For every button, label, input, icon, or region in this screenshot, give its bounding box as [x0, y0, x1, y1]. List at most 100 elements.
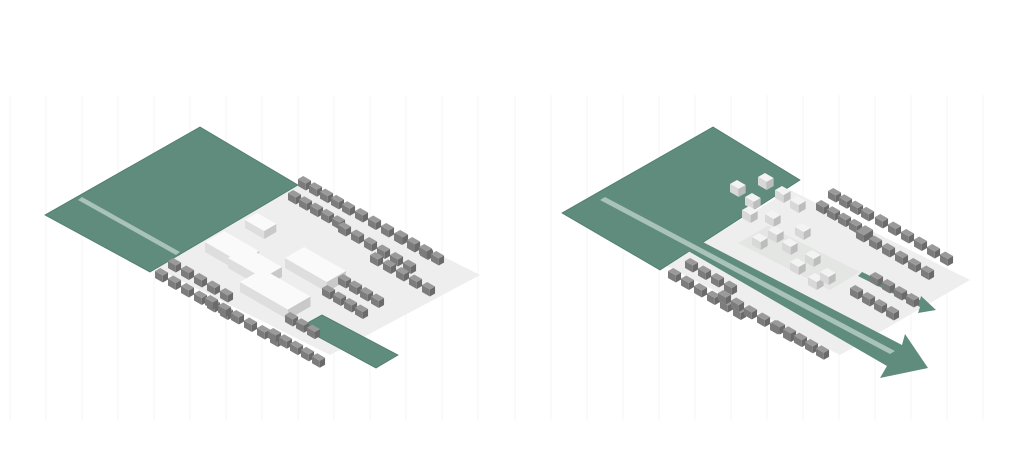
house-right-b1-1	[681, 275, 695, 290]
house-right-r4-3	[914, 236, 928, 251]
house-left-b4-4	[312, 353, 326, 368]
house-right-r3-1	[869, 235, 883, 250]
house-right-r2-0	[828, 188, 842, 203]
house-left-r3-4	[390, 252, 404, 267]
house-right-b1-0	[668, 268, 682, 283]
panel-after	[561, 126, 970, 378]
house-right-b2-0	[685, 258, 699, 273]
house-left-b2-0	[168, 258, 182, 273]
factory-shed-4	[240, 269, 311, 320]
green-corridor-arrow-main	[600, 194, 928, 378]
house-left-b3-0	[205, 295, 219, 310]
pavilion-1	[745, 193, 761, 210]
panel-before	[44, 126, 480, 369]
house-right-r5-3	[886, 306, 900, 321]
house-left-b2-1	[181, 265, 195, 280]
house-left-b4-3	[301, 346, 315, 362]
house-right-r4-4	[927, 244, 941, 259]
house-left-m1-3	[355, 304, 369, 319]
pavilion-10	[795, 223, 811, 240]
house-left-r6-3	[431, 251, 445, 266]
house-left-r3-3	[377, 244, 391, 259]
pavilion-6	[765, 210, 781, 227]
house-left-r6-2	[419, 244, 433, 259]
pavilion-4	[790, 196, 806, 213]
pavilion-2	[758, 173, 774, 190]
house-right-b2-3	[724, 280, 738, 295]
house-right-r4-5	[940, 251, 954, 266]
house-left-r3-1	[351, 229, 365, 244]
house-right-r6-3	[906, 293, 920, 308]
house-left-r3-2	[364, 237, 378, 252]
house-left-r5-4	[422, 282, 436, 297]
house-right-b2-1	[698, 265, 712, 280]
house-left-r3-5	[403, 259, 417, 274]
house-left-b1-2	[181, 283, 195, 298]
house-right-r5-0	[850, 285, 864, 300]
house-left-r2-4	[342, 201, 356, 216]
house-right-r6-2	[894, 286, 908, 301]
house-right-r3-0	[856, 228, 870, 243]
house-right-r3-2	[882, 243, 896, 258]
pavilion-8	[768, 226, 784, 243]
green-field-small-left	[299, 314, 399, 369]
pavilion-3	[775, 186, 791, 203]
house-right-r4-0	[875, 214, 889, 229]
house-right-b3-0	[718, 290, 732, 305]
house-left-r1-3	[321, 208, 335, 224]
house-right-r6-1	[882, 279, 896, 294]
house-right-b3-2	[744, 305, 758, 320]
house-left-b1-1	[168, 275, 182, 290]
house-right-r2-1	[839, 194, 853, 209]
house-right-b1-2	[694, 283, 708, 298]
house-left-b2-2	[194, 273, 208, 288]
pavilion-14	[820, 268, 836, 285]
house-right-b2-2	[711, 273, 725, 288]
house-right-r3-5	[921, 265, 935, 280]
pavilion-12	[790, 258, 806, 275]
house-left-r5-3	[409, 274, 423, 289]
house-blocks-right	[668, 188, 954, 360]
pavilion-11	[805, 250, 821, 267]
house-right-r5-1	[862, 292, 876, 307]
house-right-b4-3	[805, 338, 819, 354]
field-strip-left	[78, 197, 180, 255]
house-left-r4-1	[368, 215, 382, 230]
house-left-r2-1	[309, 182, 323, 197]
house-left-r3-0	[338, 222, 352, 237]
house-left-b3-3	[244, 317, 258, 332]
pavilion-9	[782, 238, 798, 255]
small-pavilion-blocks	[730, 173, 836, 290]
house-right-r4-1	[888, 221, 902, 236]
house-blocks-left	[155, 176, 445, 368]
house-left-b3-1	[218, 302, 232, 317]
house-left-r5-2	[396, 267, 410, 282]
house-left-r5-0	[370, 252, 384, 267]
house-left-r4-2	[381, 223, 395, 238]
house-right-r2-3	[861, 206, 875, 222]
pavilion-0	[730, 180, 746, 197]
house-right-b4-4	[816, 345, 830, 360]
house-left-b3-2	[231, 310, 245, 325]
house-right-b3-3	[757, 312, 771, 327]
house-left-r6-1	[407, 237, 421, 252]
house-right-r5-2	[874, 299, 888, 314]
house-right-r6-0	[870, 272, 884, 287]
pavilion-5	[742, 206, 758, 223]
green-field-right	[561, 126, 801, 271]
house-left-b2-4	[220, 288, 234, 303]
factory-shed-3	[245, 213, 277, 239]
house-left-r6-0	[395, 230, 409, 245]
house-left-r4-0	[355, 208, 369, 223]
house-right-r3-3	[895, 250, 909, 265]
house-left-r5-1	[383, 259, 397, 274]
house-right-r1-0	[816, 200, 830, 215]
pavilion-7	[752, 233, 768, 250]
house-left-b2-3	[207, 280, 221, 295]
house-left-r1-1	[299, 196, 313, 211]
factory-blocks	[205, 213, 346, 320]
house-left-b1-0	[155, 268, 169, 283]
house-right-r3-4	[908, 258, 922, 273]
